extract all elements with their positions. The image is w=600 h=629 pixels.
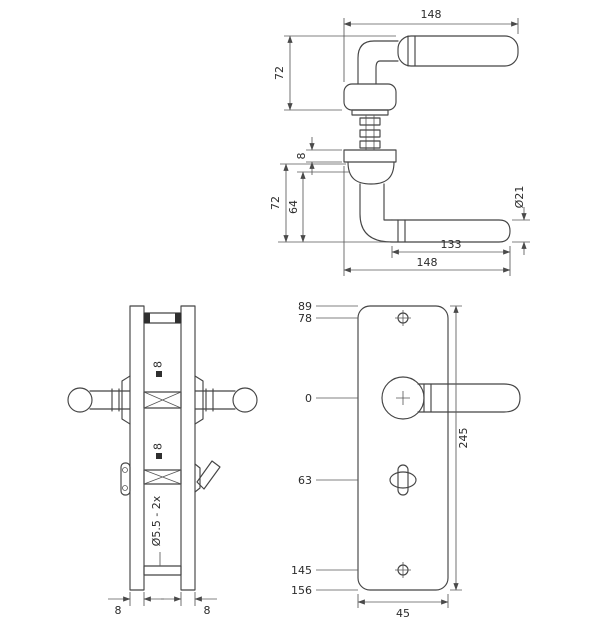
dim-label-bottom-edge: 156 bbox=[291, 584, 312, 597]
grip-collar-upper bbox=[407, 35, 416, 67]
dim-plate-width: 45 bbox=[357, 594, 449, 620]
dim-neck-height: 64 bbox=[287, 171, 350, 243]
backplate bbox=[357, 305, 449, 591]
grip-upper bbox=[397, 35, 519, 67]
dim-label-height-upper: 72 bbox=[273, 66, 286, 80]
spring-nut bbox=[359, 140, 381, 149]
dim-label-neck-height: 64 bbox=[287, 200, 300, 214]
bottom-screw-boss bbox=[143, 565, 182, 576]
side-view: 148 72 8 72 64 bbox=[269, 8, 530, 276]
dim-label-handle-axis: 0 bbox=[305, 392, 312, 405]
spindle-dim-upper: 8 bbox=[152, 361, 165, 377]
thumbturn-right bbox=[194, 460, 221, 493]
plate-left-edge bbox=[129, 305, 145, 591]
handle-right bbox=[194, 375, 258, 425]
dim-label-spindle-lower: 8 bbox=[152, 443, 165, 450]
spindle-dim-lower: 8 bbox=[152, 443, 165, 459]
collar-right bbox=[205, 388, 214, 412]
dim-label-plate-height: 245 bbox=[457, 428, 470, 449]
dim-label-width-top: 148 bbox=[421, 8, 442, 21]
dim-label-plate-thickness: 8 bbox=[295, 153, 308, 160]
collar-left bbox=[111, 388, 120, 412]
grip-ball-right bbox=[232, 387, 258, 413]
square-section-icon bbox=[156, 453, 162, 459]
dim-label-width-bottom: 148 bbox=[417, 256, 438, 269]
handle-front bbox=[381, 376, 521, 420]
dim-label-grip-diameter: Ø21 bbox=[513, 186, 526, 209]
rose-upper bbox=[343, 83, 397, 111]
dim-label-grip-length: 133 bbox=[441, 238, 462, 251]
neck-inner-upper bbox=[375, 60, 399, 85]
front-view: 89 78 0 63 145 156 245 45 bbox=[291, 300, 521, 620]
spring-nut bbox=[359, 129, 381, 138]
spindle-upper bbox=[143, 391, 182, 409]
spindle-cross bbox=[396, 391, 410, 405]
handle-lower-outline bbox=[343, 149, 511, 243]
plate-right-edge bbox=[180, 305, 196, 591]
neck-outer-upper bbox=[357, 40, 399, 85]
grip-lower bbox=[391, 219, 511, 243]
grip-collar-front bbox=[423, 383, 432, 413]
dim-grip-diameter: Ø21 bbox=[512, 186, 530, 255]
spindle-rod bbox=[365, 115, 375, 150]
grip-collar-lower bbox=[397, 219, 406, 243]
handle-left bbox=[67, 375, 131, 425]
grip-front bbox=[417, 383, 521, 413]
dim-height-lower: 72 bbox=[269, 163, 390, 243]
dim-grip-length: 133 bbox=[391, 238, 511, 276]
dim-height-upper: 72 bbox=[273, 35, 396, 111]
dim-plate-height: 245 bbox=[450, 305, 470, 591]
coordinate-leaders: 89 78 0 63 145 156 bbox=[291, 300, 358, 597]
thumbturn-front bbox=[389, 464, 417, 496]
dim-label-plate-right-thickness: 8 bbox=[204, 604, 211, 617]
dim-label-plate-left-thickness: 8 bbox=[115, 604, 122, 617]
dim-width-bottom: 148 bbox=[343, 166, 511, 276]
neck-inner-lower bbox=[383, 183, 393, 221]
screw-hole-top bbox=[395, 310, 411, 326]
dim-label-top-edge: 89 bbox=[298, 300, 312, 313]
dim-label-turn-axis: 63 bbox=[298, 474, 312, 487]
rose-left bbox=[121, 375, 131, 425]
grip-ball-left bbox=[67, 387, 93, 413]
spindle-spring bbox=[359, 115, 381, 150]
rose-base-upper bbox=[351, 109, 389, 116]
dim-label-spindle-upper: 8 bbox=[152, 361, 165, 368]
cylinder-detail-left bbox=[120, 462, 131, 496]
edge-view: 8 8 Ø5.5 - 2x 8 8 bbox=[67, 305, 258, 617]
dim-plate-thicknesses: 8 8 bbox=[108, 592, 217, 617]
dim-label-height-lower: 72 bbox=[269, 196, 282, 210]
dim-label-screw-bottom: 145 bbox=[291, 564, 312, 577]
dim-label-screw-holes: Ø5.5 - 2x bbox=[150, 495, 163, 546]
square-section-icon bbox=[156, 371, 162, 377]
rose-right bbox=[194, 375, 204, 425]
dim-width-top: 148 bbox=[343, 8, 519, 82]
rose-dome-lower bbox=[347, 161, 395, 185]
screw-hole-bottom bbox=[395, 562, 411, 578]
top-screw-bracket bbox=[143, 312, 182, 324]
spring-nut bbox=[359, 117, 381, 126]
spindle-lower bbox=[143, 469, 182, 485]
neck-outer-lower bbox=[359, 183, 393, 243]
dim-label-plate-width: 45 bbox=[396, 607, 410, 620]
plate-strip bbox=[343, 149, 397, 163]
dim-plate-thickness: 8 bbox=[295, 137, 342, 175]
screw-holes-note: Ø5.5 - 2x bbox=[150, 495, 163, 566]
handle-upper-outline bbox=[343, 35, 519, 116]
dim-label-screw-top: 78 bbox=[298, 312, 312, 325]
